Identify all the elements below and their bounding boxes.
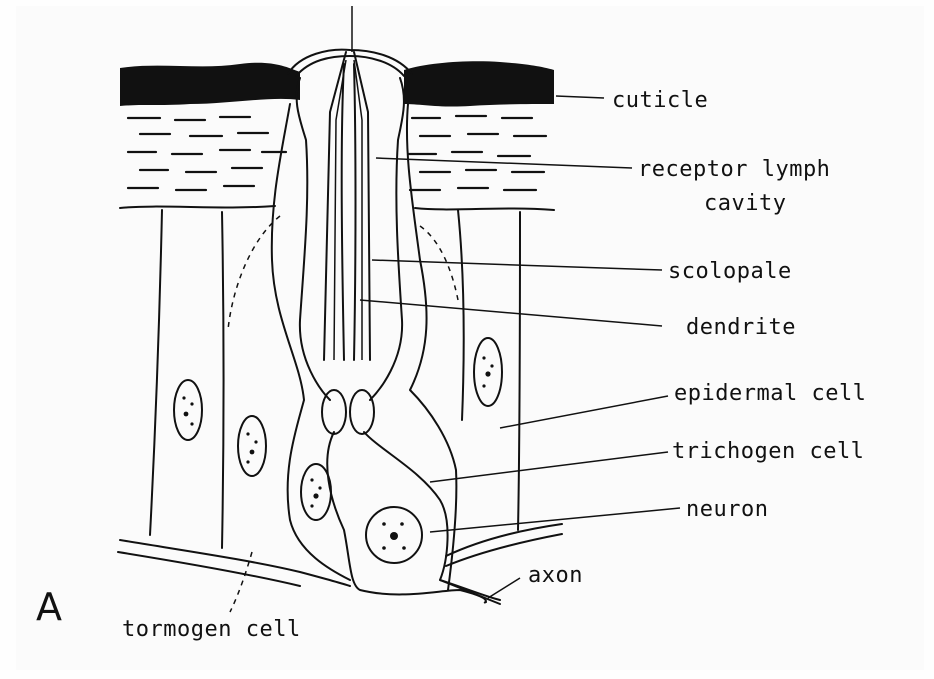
label-trichogen-cell: trichogen cell bbox=[672, 439, 864, 464]
label-receptor-lymph-cavity-line1: receptor lymph bbox=[638, 157, 830, 182]
label-axon: axon bbox=[528, 563, 583, 588]
epidermis-base-left bbox=[120, 206, 275, 208]
label-tormogen-cell: tormogen cell bbox=[122, 617, 301, 642]
cuticle-right bbox=[404, 61, 554, 106]
label-neuron: neuron bbox=[686, 497, 768, 522]
panel-letter: A bbox=[36, 585, 62, 629]
label-cuticle: cuticle bbox=[612, 88, 708, 113]
label-scolopale: scolopale bbox=[668, 259, 792, 284]
label-epidermal-cell: epidermal cell bbox=[674, 381, 866, 406]
label-receptor-lymph-cavity-line2: cavity bbox=[704, 191, 786, 216]
label-dendrite: dendrite bbox=[686, 315, 796, 340]
epidermis-base-right bbox=[415, 208, 554, 210]
